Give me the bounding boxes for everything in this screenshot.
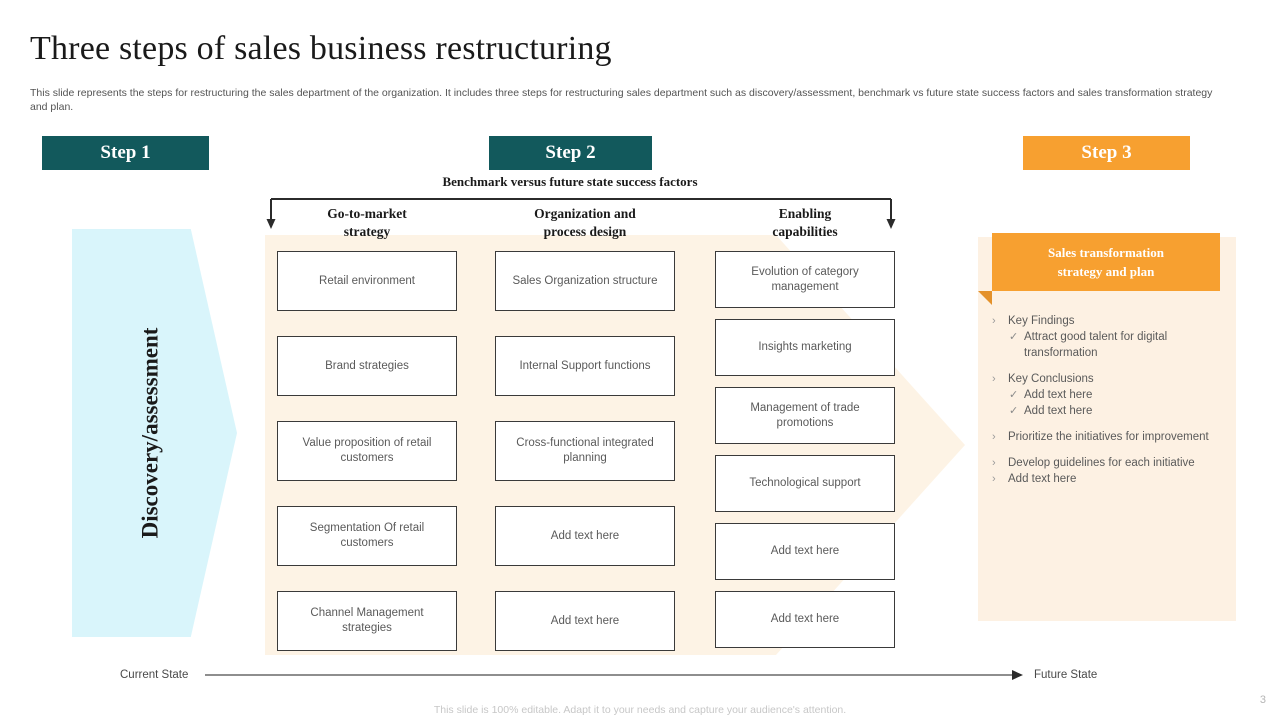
list-subitem[interactable]: ✓ Add text here	[992, 403, 1214, 419]
column-header-line-2: process design	[543, 224, 627, 239]
discovery-assessment-label-wrap: Discovery/assessment	[72, 229, 237, 637]
timeline-arrow	[205, 668, 1025, 682]
list-item[interactable]: › Prioritize the initiatives for improve…	[992, 429, 1214, 445]
panel-group: › Develop guidelines for each initiative…	[992, 455, 1214, 487]
flow-box[interactable]: Channel Management strategies	[277, 591, 457, 651]
footer-note: This slide is 100% editable. Adapt it to…	[433, 704, 847, 716]
sales-transformation-header: Sales transformation strategy and plan	[992, 233, 1220, 291]
sales-transformation-panel	[978, 237, 1236, 621]
axis-label-future-state: Future State	[1034, 669, 1098, 681]
discovery-assessment-label: Discovery/assessment	[137, 327, 163, 539]
list-item-label: Develop guidelines for each initiative	[1008, 457, 1195, 469]
panel-group: › Key Conclusions ✓ Add text here ✓ Add …	[992, 371, 1214, 419]
column-organization-process: Sales Organization structure Internal Su…	[495, 251, 675, 676]
column-header-organization: Organization and process design	[495, 205, 675, 241]
panel-group: › Key Findings ✓ Attract good talent for…	[992, 313, 1214, 361]
panel-header-line-2: strategy and plan	[1057, 264, 1155, 279]
arrow-right-icon	[205, 670, 1023, 680]
sales-transformation-list: › Key Findings ✓ Attract good talent for…	[992, 313, 1214, 497]
chevron-right-icon: ›	[992, 457, 996, 469]
column-go-to-market: Retail environment Brand strategies Valu…	[277, 251, 457, 676]
flow-box[interactable]: Cross-functional integrated planning	[495, 421, 675, 481]
flow-box[interactable]: Management of trade promotions	[715, 387, 895, 444]
column-header-line-2: capabilities	[772, 224, 838, 239]
chevron-right-icon: ›	[992, 373, 996, 385]
list-item[interactable]: › Key Conclusions	[992, 371, 1214, 387]
step-2-caption: Benchmark versus future state success fa…	[442, 174, 698, 189]
chevron-right-icon: ›	[992, 315, 996, 327]
column-header-go-to-market: Go-to-market strategy	[277, 205, 457, 241]
column-header-line-1: Go-to-market	[327, 206, 407, 221]
list-item[interactable]: › Add text here	[992, 471, 1214, 487]
flow-box[interactable]: Sales Organization structure	[495, 251, 675, 311]
list-item[interactable]: › Key Findings	[992, 313, 1214, 329]
flow-box[interactable]: Add text here	[715, 523, 895, 580]
flow-box[interactable]: Add text here	[495, 506, 675, 566]
axis-label-current-state: Current State	[120, 669, 189, 681]
check-icon: ✓	[1009, 389, 1019, 401]
panel-header-line-1: Sales transformation	[1048, 245, 1164, 260]
flow-box[interactable]: Add text here	[495, 591, 675, 651]
column-header-line-2: strategy	[343, 224, 391, 239]
list-item-label: Add text here	[1008, 473, 1077, 485]
flow-box[interactable]: Segmentation Of retail customers	[277, 506, 457, 566]
list-subitem-label: Add text here	[1024, 405, 1093, 417]
step-3-chip[interactable]: Step 3	[1023, 136, 1190, 170]
chevron-right-icon: ›	[992, 431, 996, 443]
column-header-enabling: Enabling capabilities	[715, 205, 895, 241]
column-header-line-1: Organization and	[534, 206, 636, 221]
bracket-icon	[266, 198, 896, 229]
flow-box[interactable]: Insights marketing	[715, 319, 895, 376]
flow-box[interactable]: Evolution of category management	[715, 251, 895, 308]
panel-group: › Prioritize the initiatives for improve…	[992, 429, 1214, 445]
flow-box[interactable]: Add text here	[715, 591, 895, 648]
list-subitem-label: Attract good talent for digital transfor…	[1024, 331, 1168, 359]
chevron-right-icon: ›	[992, 473, 996, 485]
list-subitem[interactable]: ✓ Add text here	[992, 387, 1214, 403]
column-header-line-1: Enabling	[778, 206, 832, 221]
flow-box[interactable]: Technological support	[715, 455, 895, 512]
flow-box[interactable]: Internal Support functions	[495, 336, 675, 396]
list-item-label: Key Findings	[1008, 315, 1075, 327]
flow-box[interactable]: Value proposition of retail customers	[277, 421, 457, 481]
column-enabling-capabilities: Evolution of category management Insight…	[715, 251, 895, 659]
page-title: Three steps of sales business restructur…	[30, 30, 612, 67]
list-item[interactable]: › Develop guidelines for each initiative	[992, 455, 1214, 471]
column-bracket	[266, 198, 896, 230]
list-subitem-label: Add text here	[1024, 389, 1093, 401]
check-icon: ✓	[1009, 405, 1019, 417]
list-item-label: Prioritize the initiatives for improveme…	[1008, 431, 1209, 443]
slide-description: This slide represents the steps for rest…	[30, 87, 1213, 113]
step-2-chip[interactable]: Step 2	[489, 136, 652, 170]
list-item-label: Key Conclusions	[1008, 373, 1094, 385]
page-number: 3	[1259, 694, 1266, 706]
list-subitem[interactable]: ✓ Attract good talent for digital transf…	[992, 329, 1214, 361]
flow-box[interactable]: Brand strategies	[277, 336, 457, 396]
flow-box[interactable]: Retail environment	[277, 251, 457, 311]
step-1-chip[interactable]: Step 1	[42, 136, 209, 170]
check-icon: ✓	[1009, 331, 1019, 343]
